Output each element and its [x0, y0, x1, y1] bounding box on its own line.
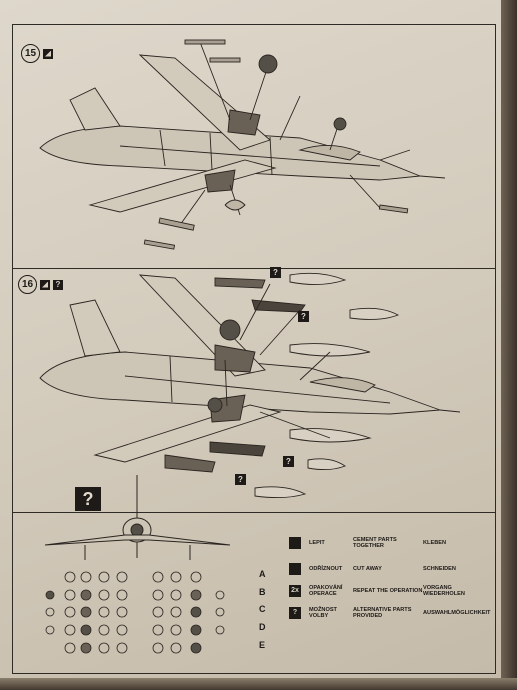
page-bottom-shadow: [0, 678, 517, 690]
step-16-number: 16: [18, 275, 37, 294]
page-edge-shadow: [501, 0, 517, 690]
legend-en-label: ALTERNATIVE PARTS PROVIDED: [353, 607, 412, 620]
cut-away-icon: [289, 563, 301, 575]
legend-en-label: CEMENT PARTS TOGETHER: [353, 537, 397, 550]
step-15-badge: 15: [21, 44, 53, 63]
row-b-markings: [45, 589, 225, 601]
step-16-badge: 16 ?: [18, 275, 63, 294]
row-d-markings: [45, 624, 225, 636]
legend-en-label: REPEAT THE OPERATION: [353, 588, 423, 595]
alternative-icon: ?: [289, 607, 301, 620]
option-row-e: E: [259, 640, 266, 650]
cement-icon: [40, 279, 50, 290]
alternative-icon: ?: [235, 474, 246, 485]
repeat-icon: 2x: [289, 585, 301, 598]
legend-row-alternative: ? MOŽNOST VOLBY ALTERNATIVE PARTS PROVID…: [283, 607, 496, 620]
option-row-b: B: [259, 587, 266, 597]
legend-cz-label: MOŽNOST VOLBY: [309, 607, 337, 620]
legend-row-repeat: 2x OPAKOVÁNÍ OPERACE REPEAT THE OPERATIO…: [283, 585, 496, 598]
legend-en-label: CUT AWAY: [353, 565, 382, 572]
step-divider-bottom: [12, 512, 496, 513]
legend-row-cement: LEPIT CEMENT PARTS TOGETHER KLEBEN: [283, 537, 496, 550]
legend-de-label: KLEBEN: [423, 540, 446, 547]
alternative-icon: ?: [53, 279, 63, 290]
legend-cz-label: ODŘÍZNOUT: [309, 565, 343, 572]
legend-de-label: AUSWAHLMÖGLICHKEIT: [423, 610, 491, 617]
alternative-icon: ?: [270, 267, 281, 278]
legend-de-label: VORGANG WIEDERHOLEN: [423, 585, 465, 598]
step-divider-top: [12, 268, 496, 269]
cement-icon: [289, 537, 301, 550]
option-row-a: A: [259, 569, 266, 579]
alternative-icon: ?: [298, 311, 309, 322]
cement-icon: [43, 48, 53, 59]
alternative-icon: ?: [283, 456, 294, 467]
step-15-number: 15: [21, 44, 40, 63]
row-c-markings: [45, 606, 225, 618]
legend-row-cut: ODŘÍZNOUT CUT AWAY SCHNEIDEN: [283, 563, 496, 575]
option-row-c: C: [259, 604, 266, 614]
row-a-markings: [64, 571, 202, 583]
option-row-d: D: [259, 622, 266, 632]
legend-cz-label: LEPIT: [309, 540, 325, 547]
symbol-legend: LEPIT CEMENT PARTS TOGETHER KLEBEN ODŘÍZ…: [283, 515, 496, 645]
alternative-options-icon: ?: [75, 487, 101, 511]
legend-de-label: SCHNEIDEN: [423, 565, 456, 572]
row-e-markings: [64, 642, 202, 654]
sheet-frame: [12, 24, 496, 674]
legend-cz-label: OPAKOVÁNÍ OPERACE: [309, 585, 343, 598]
